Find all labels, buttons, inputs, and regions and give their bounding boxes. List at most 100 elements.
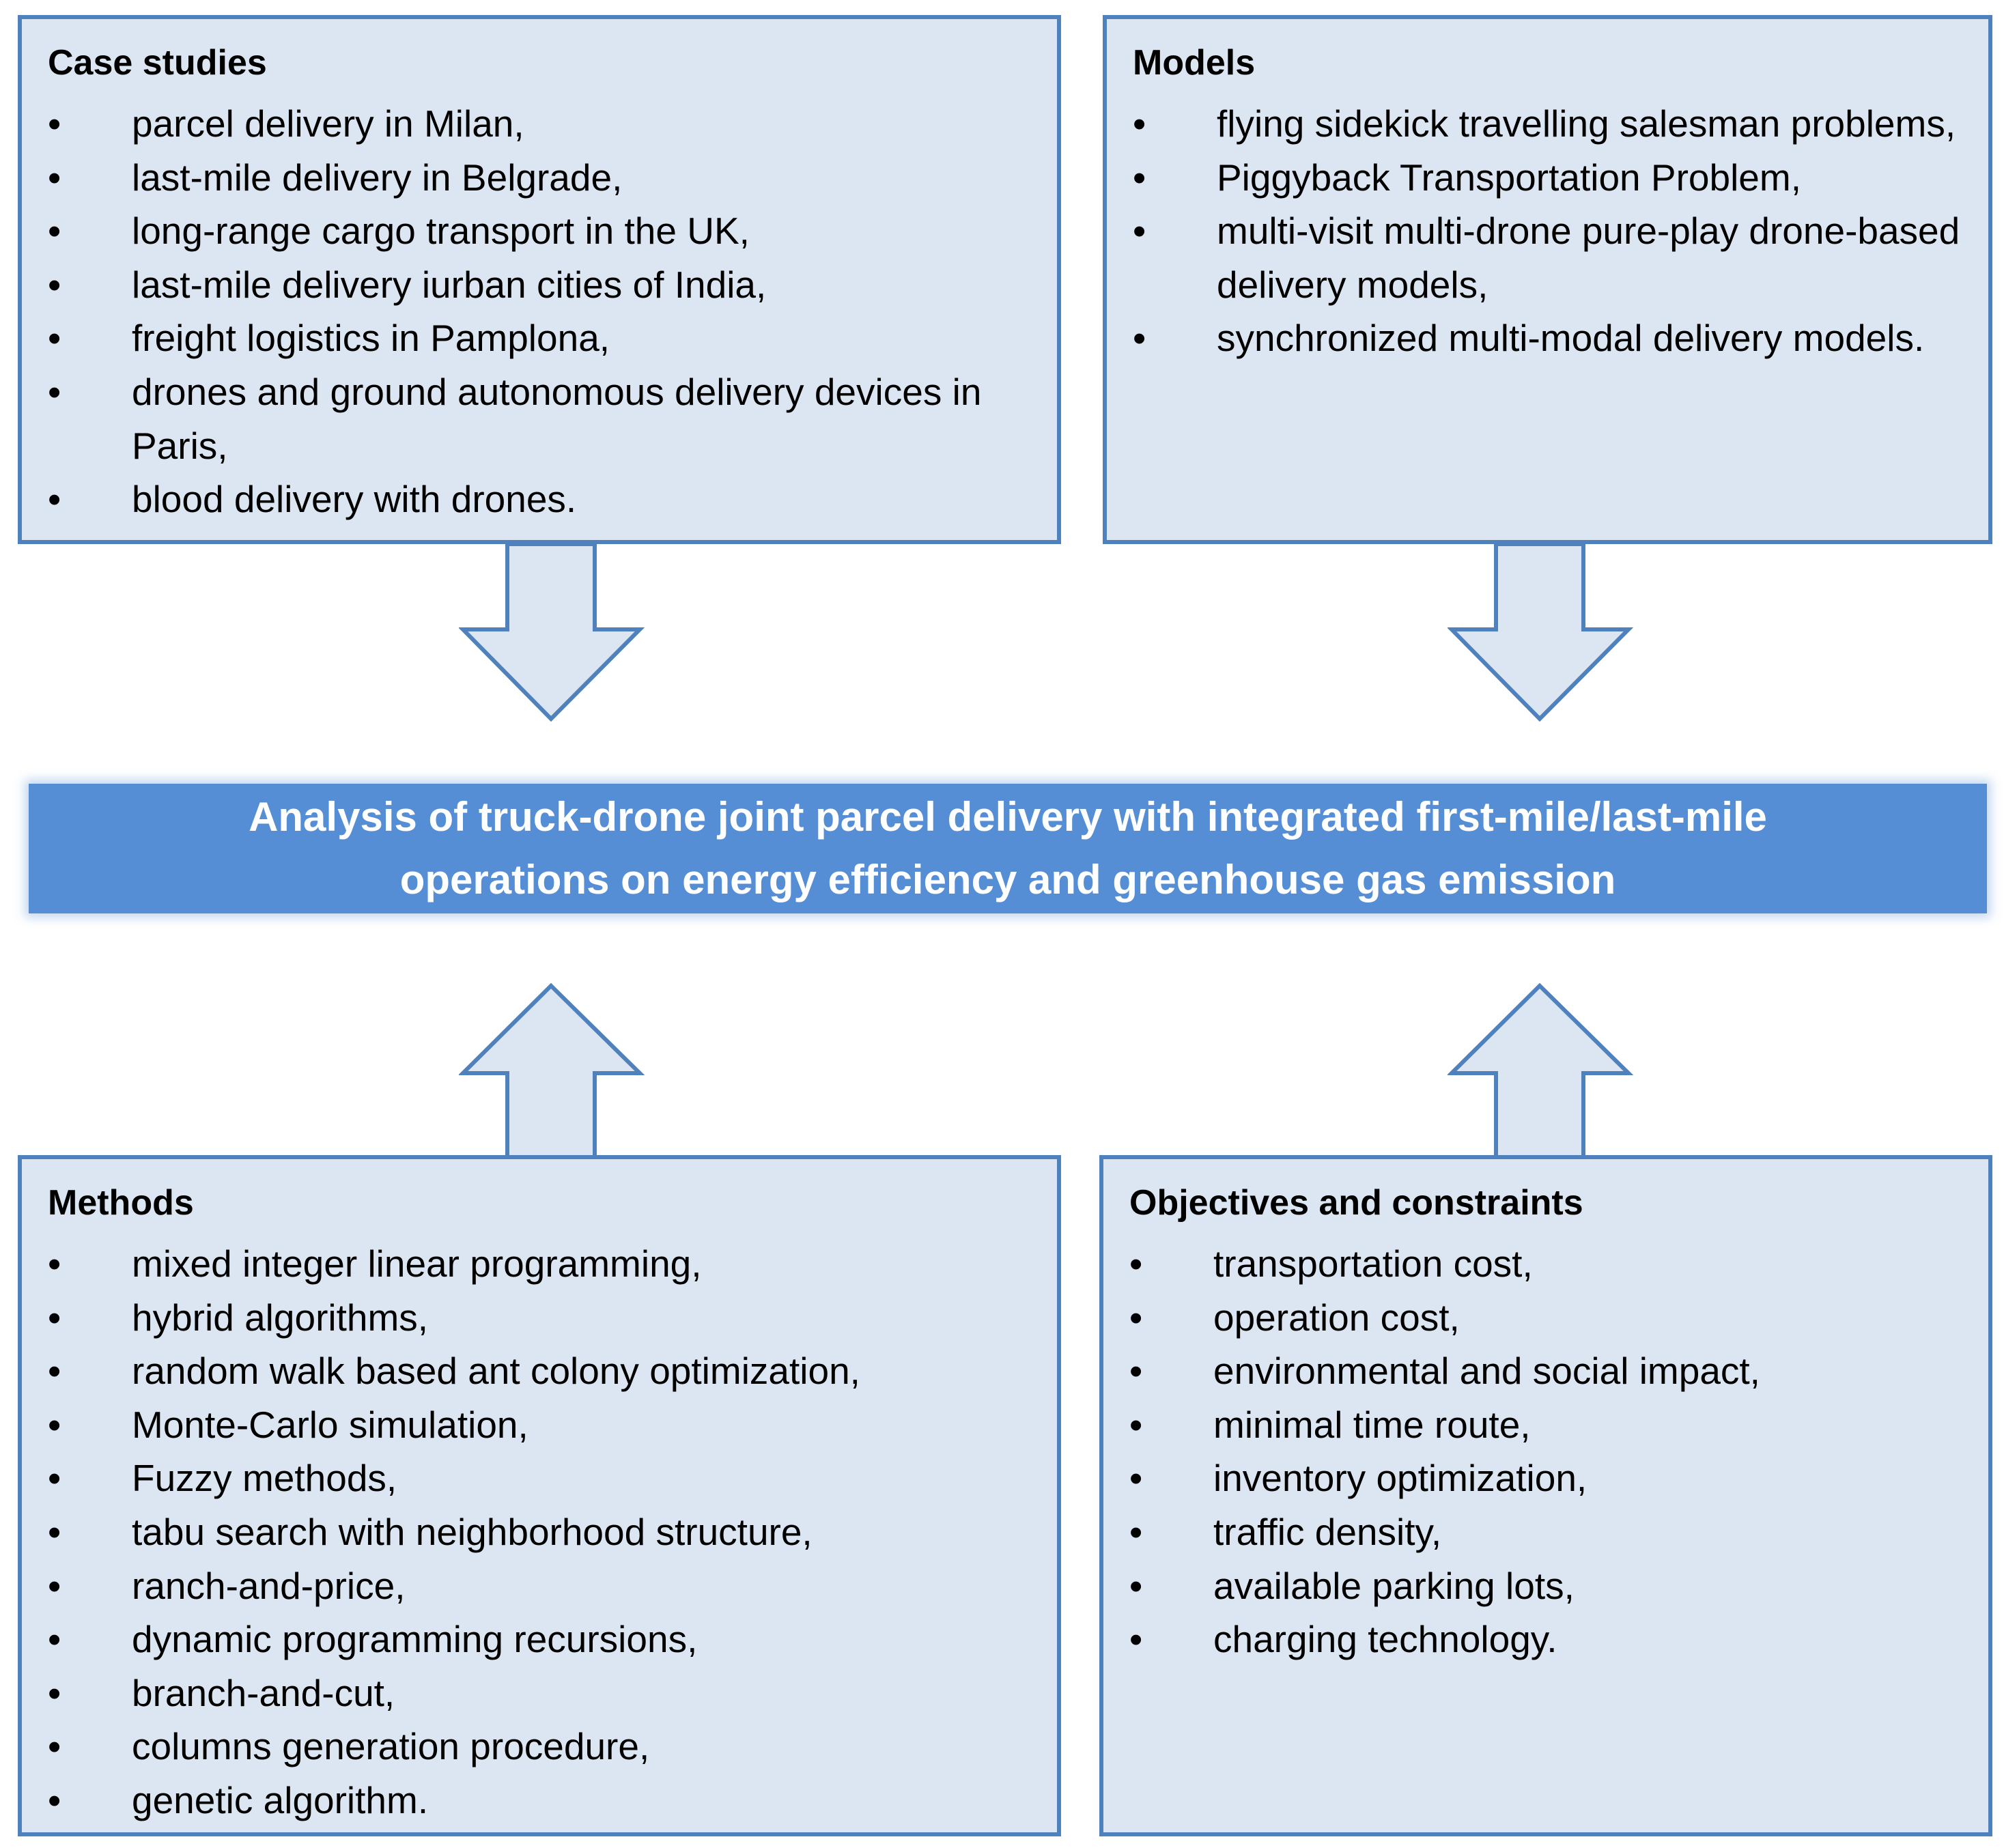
list-item-text: mixed integer linear programming, bbox=[132, 1242, 702, 1285]
bullet-icon: • bbox=[1129, 1564, 1143, 1607]
bullet-icon: • bbox=[48, 156, 61, 199]
list-item: • branch-and-cut, bbox=[48, 1666, 1031, 1720]
central-topic-banner: Analysis of truck-drone joint parcel del… bbox=[29, 784, 1987, 913]
bullet-icon: • bbox=[48, 1510, 61, 1553]
methods-list: • mixed integer linear programming, • hybr… bbox=[48, 1237, 1031, 1828]
list-item-text: transportation cost, bbox=[1213, 1242, 1533, 1285]
list-item: • last-mile delivery in Belgrade, bbox=[48, 151, 1031, 205]
list-item: • drones and ground autonomous delivery d… bbox=[48, 365, 1031, 472]
list-item-text: environmental and social impact, bbox=[1213, 1350, 1760, 1393]
list-item: • dynamic programming recursions, bbox=[48, 1612, 1031, 1666]
list-item-text: synchronized multi-modal delivery models… bbox=[1217, 317, 1925, 360]
list-item: •flying sidekick travelling salesman pro… bbox=[1133, 97, 1962, 151]
list-item: • environmental and social impact, bbox=[1129, 1344, 1962, 1398]
bullet-icon: • bbox=[48, 1778, 61, 1821]
list-item-text: columns generation procedure, bbox=[132, 1725, 650, 1768]
bullet-icon: • bbox=[48, 210, 61, 253]
objectives-box: Objectives and constraints • transportati… bbox=[1099, 1155, 1992, 1836]
list-item-text: minimal time route, bbox=[1213, 1403, 1531, 1446]
bullet-icon: • bbox=[1129, 1350, 1143, 1393]
list-item: • tabu search with neighborhood structure… bbox=[48, 1505, 1031, 1559]
list-item-text: last-mile delivery iurban cities of Indi… bbox=[132, 263, 767, 306]
list-item: • Piggyback Transportation Problem, bbox=[1133, 151, 1962, 205]
list-item: • available parking lots, bbox=[1129, 1559, 1962, 1613]
list-item-text: genetic algorithm. bbox=[132, 1778, 429, 1821]
list-item: • freight logistics in Pamplona, bbox=[48, 311, 1031, 365]
case-studies-box: Case studies • parcel delivery in Milan, … bbox=[18, 15, 1061, 544]
bullet-icon: • bbox=[48, 1403, 61, 1446]
objectives-list: • transportation cost, • operation cost, •… bbox=[1129, 1237, 1962, 1666]
list-item: • minimal time route, bbox=[1129, 1398, 1962, 1452]
list-item-text: available parking lots, bbox=[1213, 1564, 1575, 1607]
case-studies-list: • parcel delivery in Milan, • last-mile de… bbox=[48, 97, 1031, 526]
list-item: • long-range cargo transport in the UK, bbox=[48, 204, 1031, 258]
models-box: Models •flying sidekick travelling sales… bbox=[1103, 15, 1992, 544]
list-item: • ranch-and-price, bbox=[48, 1559, 1031, 1613]
bullet-icon: • bbox=[1129, 1510, 1143, 1553]
list-item: • operation cost, bbox=[1129, 1291, 1962, 1345]
bullet-icon: • bbox=[48, 1457, 61, 1500]
list-item-text: blood delivery with drones. bbox=[132, 478, 577, 521]
list-item-text: ranch-and-price, bbox=[132, 1564, 406, 1607]
list-item: • hybrid algorithms, bbox=[48, 1291, 1031, 1345]
list-item-text: dynamic programming recursions, bbox=[132, 1618, 698, 1661]
list-item: • blood delivery with drones. bbox=[48, 472, 1031, 526]
bullet-icon: • bbox=[48, 317, 61, 360]
bullet-icon: • bbox=[48, 263, 61, 306]
up-arrow-icon bbox=[459, 983, 645, 1158]
list-item-text: parcel delivery in Milan, bbox=[132, 102, 524, 145]
bullet-icon: • bbox=[48, 1296, 61, 1339]
list-item: •inventory optimization, bbox=[1129, 1451, 1962, 1505]
list-item-text: drones and ground autonomous delivery de… bbox=[132, 370, 982, 467]
objectives-title: Objectives and constraints bbox=[1129, 1183, 1583, 1223]
bullet-icon: • bbox=[1133, 156, 1146, 199]
list-item: • genetic algorithm. bbox=[48, 1774, 1031, 1828]
bullet-icon: • bbox=[48, 102, 61, 145]
list-item: • last-mile delivery iurban cities of Ind… bbox=[48, 258, 1031, 312]
list-item: • columns generation procedure, bbox=[48, 1720, 1031, 1774]
bullet-icon: • bbox=[48, 1242, 61, 1285]
bullet-icon: • bbox=[1133, 210, 1146, 253]
central-topic-line-2: operations on energy efficiency and gree… bbox=[399, 857, 1616, 902]
list-item-text: charging technology. bbox=[1213, 1618, 1557, 1661]
bullet-icon: • bbox=[48, 1618, 61, 1661]
list-item: • parcel delivery in Milan, bbox=[48, 97, 1031, 151]
bullet-icon: • bbox=[1133, 317, 1146, 360]
list-item-text: long-range cargo transport in the UK, bbox=[132, 210, 750, 253]
list-item-text: Fuzzy methods, bbox=[132, 1457, 397, 1500]
methods-title: Methods bbox=[48, 1183, 194, 1223]
list-item: • transportation cost, bbox=[1129, 1237, 1962, 1291]
list-item: •Monte-Carlo simulation, bbox=[48, 1398, 1031, 1452]
list-item-text: tabu search with neighborhood structure, bbox=[132, 1510, 813, 1553]
list-item-text: Piggyback Transportation Problem, bbox=[1217, 156, 1801, 199]
bullet-icon: • bbox=[1129, 1618, 1143, 1661]
bullet-icon: • bbox=[1129, 1403, 1143, 1446]
bullet-icon: • bbox=[48, 1671, 61, 1714]
bullet-icon: • bbox=[48, 478, 61, 521]
central-topic-line-1: Analysis of truck-drone joint parcel del… bbox=[249, 794, 1767, 840]
models-title: Models bbox=[1133, 43, 1256, 83]
bullet-icon: • bbox=[1129, 1242, 1143, 1285]
list-item-text: freight logistics in Pamplona, bbox=[132, 317, 610, 360]
bullet-icon: • bbox=[1129, 1457, 1143, 1500]
bullet-icon: • bbox=[48, 1564, 61, 1607]
list-item-text: branch-and-cut, bbox=[132, 1671, 395, 1714]
central-topic-text: Analysis of truck-drone joint parcel del… bbox=[249, 786, 1767, 911]
list-item: • traffic density, bbox=[1129, 1505, 1962, 1559]
list-item: • mixed integer linear programming, bbox=[48, 1237, 1031, 1291]
list-item: • charging technology. bbox=[1129, 1612, 1962, 1666]
bullet-icon: • bbox=[48, 1725, 61, 1768]
list-item-text: hybrid algorithms, bbox=[132, 1296, 429, 1339]
list-item-text: traffic density, bbox=[1213, 1510, 1442, 1553]
list-item: • synchronized multi-modal delivery model… bbox=[1133, 311, 1962, 365]
up-arrow-icon bbox=[1448, 983, 1634, 1158]
case-studies-title: Case studies bbox=[48, 43, 267, 83]
bullet-icon: • bbox=[48, 370, 61, 413]
down-arrow-icon bbox=[1448, 543, 1634, 722]
list-item: • multi-visit multi-drone pure-play drone… bbox=[1133, 204, 1962, 311]
models-list: •flying sidekick travelling salesman pro… bbox=[1133, 97, 1962, 365]
list-item-text: last-mile delivery in Belgrade, bbox=[132, 156, 623, 199]
bullet-icon: • bbox=[1129, 1296, 1143, 1339]
list-item-text: multi-visit multi-drone pure-play drone-… bbox=[1217, 210, 1960, 306]
list-item-text: operation cost, bbox=[1213, 1296, 1460, 1339]
